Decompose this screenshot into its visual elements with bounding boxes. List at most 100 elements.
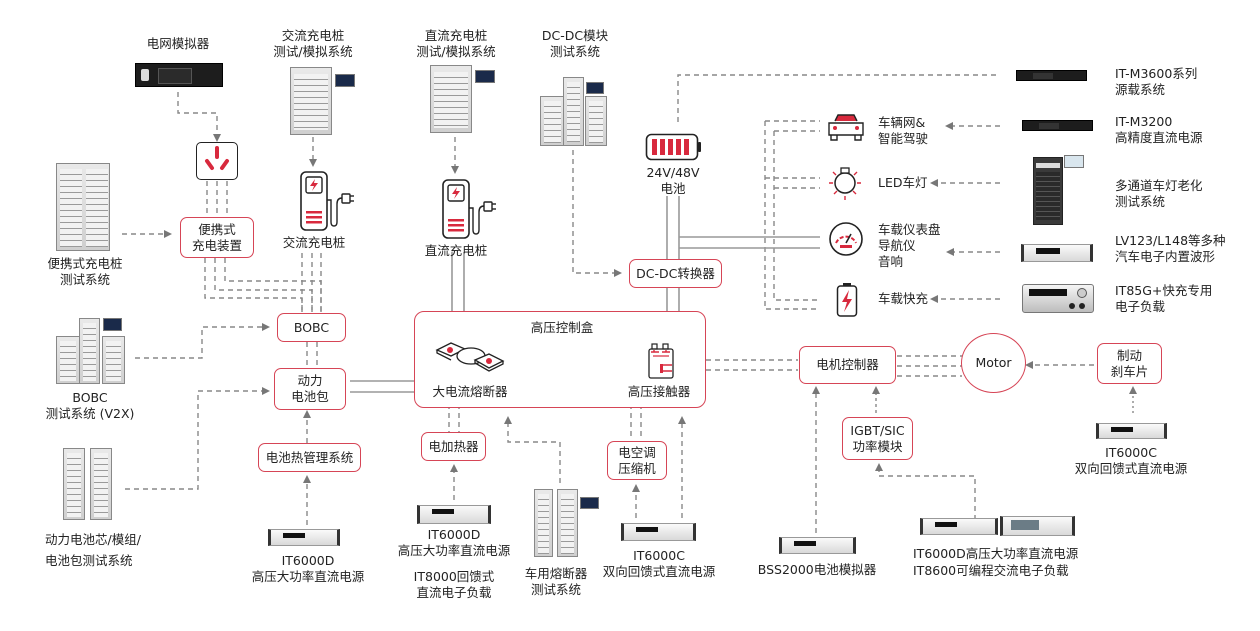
bobc-box[interactable]: BOBC [277, 313, 346, 342]
igbt-module-box[interactable]: IGBT/SIC 功率模块 [842, 417, 913, 460]
vehicle-load-label: 车载仪表盘 导航仪 音响 [878, 222, 941, 269]
vehicle-load-label: 车辆网& 智能驾驶 [878, 115, 929, 146]
dcdc-system-rack-right[interactable] [585, 96, 607, 146]
it85g-device[interactable] [1022, 284, 1094, 313]
right-instrument-label: IT85G+快充专用 电子负载 [1115, 283, 1213, 314]
right-instrument-label: 多通道车灯老化 测试系统 [1115, 178, 1203, 209]
it8600-device[interactable] [1000, 516, 1075, 536]
fuse-system-rack-right[interactable] [557, 489, 578, 557]
it8000-label: IT8000回馈式 直流电子负载 [413, 569, 495, 600]
dcdc-converter-box[interactable]: DC-DC转换器 [629, 259, 722, 288]
bobc-system-rack-right[interactable] [102, 336, 125, 384]
it6000d-heater-device[interactable] [417, 505, 491, 524]
speedometer-icon [829, 222, 863, 256]
ac-pile-system-device[interactable] [290, 67, 355, 135]
lv123-device[interactable] [1021, 244, 1093, 262]
line-battsys-to-battery [125, 387, 270, 490]
headlight-icon [829, 167, 861, 200]
itm3600-device[interactable] [1016, 70, 1087, 81]
charging-battery-icon [836, 283, 858, 317]
line-socket-to-portable [206, 181, 228, 217]
vehicle-load-label: 车载快充 [878, 291, 929, 306]
line-portable-to-bobc [204, 258, 322, 312]
led-aging-system-device[interactable] [1033, 157, 1063, 225]
ac-pile-label: 交流充电桩 [282, 235, 346, 250]
fuse-icon [435, 342, 505, 372]
led-aging-system-monitor [1064, 155, 1084, 168]
dcdc-system-rack-center[interactable] [563, 77, 584, 146]
battery-system-label: 动力电池芯/模组/ 电池包测试系统 [45, 532, 141, 568]
dc-pile-system-device[interactable] [430, 65, 495, 133]
bobc-system-rack-left[interactable] [56, 336, 80, 384]
power-battery-box[interactable]: 动力 电池包 [274, 368, 346, 410]
portable-pile-system-label: 便携式充电桩 测试系统 [47, 256, 123, 287]
bss2000-label: BSS2000电池模拟器 [757, 562, 877, 577]
fuse-system-label: 车用熔断器 测试系统 [524, 566, 588, 597]
line-24v-to-dcdc [666, 196, 680, 262]
dc-pile-system-label: 直流充电桩 测试/模拟系统 [416, 28, 496, 59]
line-dcpile-to-hvbox [451, 252, 465, 311]
line-grid-to-socket [177, 92, 221, 142]
fuse-system-rack-left[interactable] [534, 489, 553, 557]
thermal-management-box[interactable]: 电池热管理系统 [258, 443, 361, 472]
battery-system-rack-right[interactable] [90, 448, 112, 520]
line-dcdcsys-to-dcdc [572, 150, 622, 277]
dcdc-system-rack-left[interactable] [540, 96, 565, 146]
ac-compressor-box[interactable]: 电空调 压缩机 [607, 441, 667, 480]
bobc-system-monitor [103, 318, 122, 331]
motor-circle[interactable]: Motor [961, 333, 1026, 393]
dcdc-system-monitor [586, 82, 604, 94]
bobc-system-label: BOBC 测试系统 (V2X) [45, 390, 135, 421]
grid-simulator-label: 电网模拟器 [146, 36, 210, 51]
motor-controller-box[interactable]: 电机控制器 [799, 346, 896, 384]
it6000c-center-device[interactable] [621, 523, 696, 541]
line-acpile-to-bobc [301, 253, 322, 312]
right-instrument-label: LV123/L148等多种 汽车电子内置波形 [1115, 233, 1226, 264]
ac-charging-pile-icon [300, 171, 354, 231]
battery-24v-48v-label: 24V/48V 电池 [646, 165, 700, 196]
right-instrument-label: IT-M3200 高精度直流电源 [1115, 114, 1203, 145]
fuse-label: 大电流熔断器 [432, 384, 508, 399]
it6000d-device[interactable] [920, 518, 998, 535]
dc-charging-pile-icon [442, 179, 496, 239]
portable-charger-box[interactable]: 便携式 充电装置 [180, 217, 254, 258]
electric-heater-box[interactable]: 电加热器 [421, 432, 486, 461]
right-instrument-label: IT-M3600系列 源载系统 [1115, 66, 1198, 97]
line-motorctrl-to-motor [897, 355, 962, 377]
line-bobc-to-battery [306, 342, 318, 368]
it6000d-left-device[interactable] [268, 529, 340, 546]
power-socket-icon [196, 142, 238, 180]
car-icon [828, 114, 864, 141]
line-dcdc-to-hvbox [666, 288, 680, 311]
line-24v-to-dash [679, 236, 820, 249]
vehicle-load-label: LED车灯 [878, 175, 928, 190]
it6000d-left-label: IT6000D 高压大功率直流电源 [251, 553, 365, 584]
it6000c-center-label: IT6000C 双向回馈式直流电源 [602, 548, 716, 579]
contactor-label: 高压接触器 [627, 384, 691, 399]
line-bus-loads [764, 120, 820, 310]
dcdc-system-label: DC-DC模块 测试系统 [541, 28, 609, 59]
line-hvbox-to-compressor [630, 404, 642, 440]
battery-system-rack-left[interactable] [63, 448, 85, 520]
line-it6000d-to-igbt [875, 463, 976, 520]
it6000c-right-device[interactable] [1096, 423, 1167, 439]
bss2000-device[interactable] [779, 537, 856, 554]
hv-control-box[interactable]: 高压控制盒 大电流熔断器 高压接触器 [414, 311, 706, 408]
ac-pile-system-label: 交流充电桩 测试/模拟系统 [273, 28, 353, 59]
it6000c-right-label: IT6000C 双向回馈式直流电源 [1074, 445, 1188, 476]
it6000d-heater-label: IT6000D 高压大功率直流电源 [397, 527, 511, 558]
brake-pad-box[interactable]: 制动 刹车片 [1097, 343, 1162, 384]
bobc-system-rack-center[interactable] [79, 318, 100, 384]
line-hvbox-to-heater [448, 404, 460, 432]
battery-24v-48v-icon [645, 133, 701, 161]
line-bobcsys-to-bobc [135, 323, 270, 359]
grid-simulator-device[interactable] [135, 63, 223, 87]
line-hvbox-to-motorctrl [706, 359, 798, 371]
line-fusesys-to-hvbox [504, 416, 561, 483]
itm3200-device[interactable] [1022, 120, 1093, 131]
dc-pile-label: 直流充电桩 [424, 243, 488, 258]
it6000d-it8600-label: IT6000D高压大功率直流电源 IT8600可编程交流电子负载 [913, 546, 1079, 578]
fuse-system-monitor [580, 497, 599, 509]
portable-pile-system-device[interactable] [56, 163, 110, 251]
